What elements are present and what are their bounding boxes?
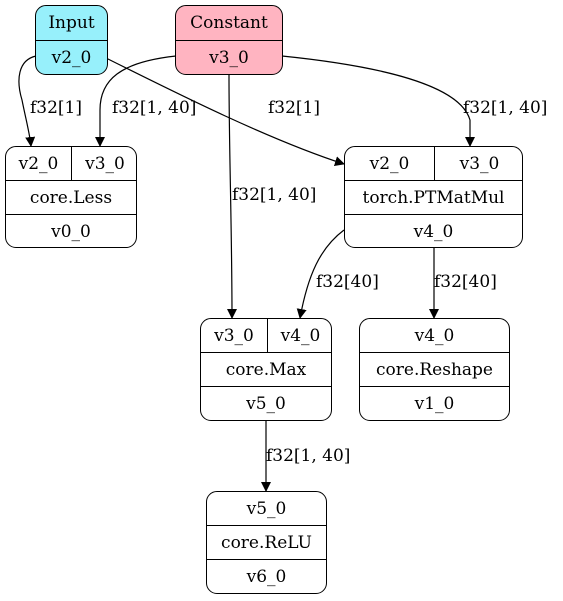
reshape-op-label: core.Reshape	[376, 359, 493, 380]
constant-node-port: v3_0	[209, 48, 249, 68]
edge-input-to-less	[18, 55, 37, 147]
relu-output: v6_0	[246, 567, 287, 587]
relu-input: v5_0	[246, 498, 287, 519]
input-node[interactable]: Input v2_0	[35, 5, 108, 75]
constant-node[interactable]: Constant v3_0	[175, 5, 283, 75]
matmul-op-label: torch.PTMatMul	[362, 187, 505, 208]
relu-op-label: core.ReLU	[221, 532, 312, 553]
matmul-input-v2: v2_0	[369, 153, 410, 174]
max-output: v5_0	[246, 394, 286, 414]
edge-constant-to-less	[95, 55, 177, 147]
edge-label-matmul-to-reshape: f32[40]	[434, 272, 497, 292]
edge-label-constant-to-max: f32[1, 40]	[232, 185, 317, 205]
matmul-node[interactable]: v2_0 v3_0 torch.PTMatMul v4_0	[344, 146, 523, 248]
input-node-port: v2_0	[51, 48, 92, 68]
less-input-v2: v2_0	[18, 153, 59, 174]
less-output: v0_0	[51, 221, 91, 242]
edge-label-constant-to-matmul: f32[1, 40]	[463, 98, 548, 118]
edge-constant-to-matmul	[281, 55, 475, 147]
reshape-node[interactable]: v4_0 core.Reshape v1_0	[359, 318, 510, 421]
max-input-v4: v4_0	[280, 325, 321, 346]
less-node[interactable]: v2_0 v3_0 core.Less v0_0	[5, 146, 137, 248]
less-op-label: core.Less	[29, 187, 113, 208]
matmul-output: v4_0	[413, 221, 454, 242]
edge-label-input-to-matmul: f32[1]	[268, 98, 321, 118]
reshape-input: v4_0	[414, 325, 455, 346]
edge-label-input-to-less: f32[1]	[30, 98, 83, 118]
max-node[interactable]: v3_0 v4_0 core.Max v5_0	[200, 318, 332, 421]
edge-label-max-to-relu: f32[1, 40]	[266, 446, 351, 466]
edge-label-constant-to-less: f32[1, 40]	[112, 98, 197, 118]
edge-constant-to-max	[226, 74, 237, 319]
constant-node-header: Constant	[190, 13, 268, 33]
matmul-input-v3: v3_0	[459, 153, 500, 174]
relu-node[interactable]: v5_0 core.ReLU v6_0	[206, 491, 327, 594]
max-op-label: core.Max	[225, 359, 307, 380]
reshape-output: v1_0	[414, 394, 455, 414]
edge-matmul-to-max	[296, 229, 345, 319]
edge-input-to-matmul	[105, 57, 345, 166]
edge-label-matmul-to-max: f32[40]	[316, 272, 379, 292]
input-node-header: Input	[48, 13, 95, 33]
less-input-v3: v3_0	[85, 153, 125, 174]
max-input-v3: v3_0	[214, 325, 254, 346]
